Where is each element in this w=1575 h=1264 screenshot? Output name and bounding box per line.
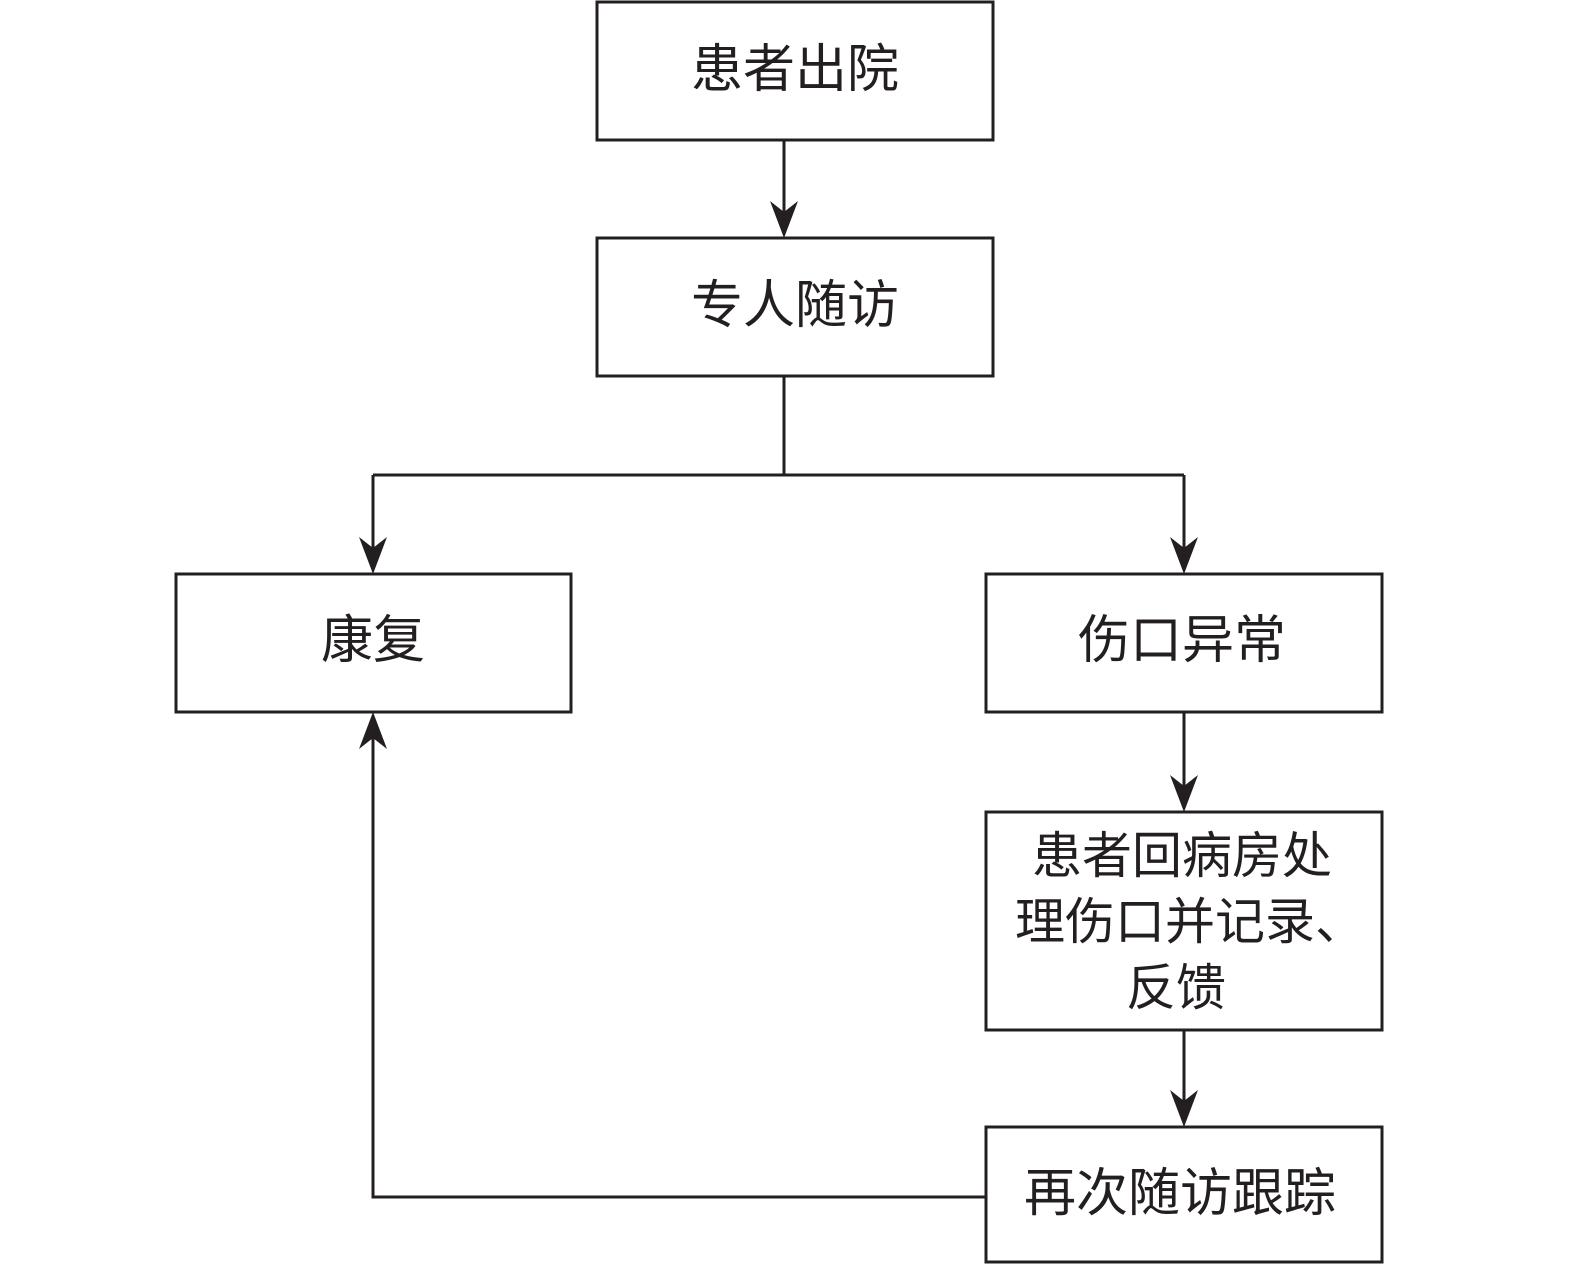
node-ward-treatment: 患者回病房处 理伤口并记录、 反馈 bbox=[984, 810, 1384, 1032]
node-ward-treatment-line-1: 患者回病房处 bbox=[1032, 827, 1332, 885]
node-follow-up-label: 专人随访 bbox=[691, 276, 899, 336]
node-recovery: 康复 bbox=[174, 572, 573, 714]
arrow-head bbox=[359, 712, 387, 749]
node-recovery-label: 康复 bbox=[321, 611, 425, 671]
node-wound-abnormal: 伤口异常 bbox=[984, 572, 1384, 714]
edge-follow-up-split bbox=[359, 376, 1198, 574]
arrow-head bbox=[770, 201, 798, 238]
node-discharge-label: 患者出院 bbox=[691, 40, 899, 100]
node-ward-treatment-line-3: 反馈 bbox=[1126, 959, 1226, 1017]
node-ward-treatment-box bbox=[984, 810, 1384, 1032]
arrow-head-to-wound-abnormal bbox=[1170, 537, 1198, 574]
node-repeat-follow-up: 再次随访跟踪 bbox=[984, 1125, 1384, 1264]
node-discharge: 患者出院 bbox=[595, 0, 995, 142]
arrow-head-to-recovery bbox=[359, 537, 387, 574]
node-wound-abnormal-box bbox=[984, 572, 1384, 714]
node-ward-treatment-line-2: 理伤口并记录、 bbox=[1015, 893, 1365, 951]
node-discharge-box bbox=[595, 0, 995, 142]
arrow-head bbox=[1170, 1090, 1198, 1127]
node-repeat-follow-up-box bbox=[984, 1125, 1384, 1264]
arrow-head bbox=[1170, 775, 1198, 812]
edge-repeat-to-recovery bbox=[359, 712, 986, 1199]
node-follow-up: 专人随访 bbox=[595, 236, 995, 378]
node-repeat-follow-up-label: 再次随访跟踪 bbox=[1024, 1164, 1336, 1224]
edge-ward-to-repeat bbox=[1170, 1030, 1198, 1127]
node-follow-up-box bbox=[595, 236, 995, 378]
edge-line bbox=[371, 738, 986, 1199]
node-wound-abnormal-label: 伤口异常 bbox=[1078, 611, 1286, 671]
edge-discharge-to-follow-up bbox=[770, 140, 798, 238]
node-recovery-box bbox=[174, 572, 573, 714]
edge-wound-to-ward bbox=[1170, 712, 1198, 812]
